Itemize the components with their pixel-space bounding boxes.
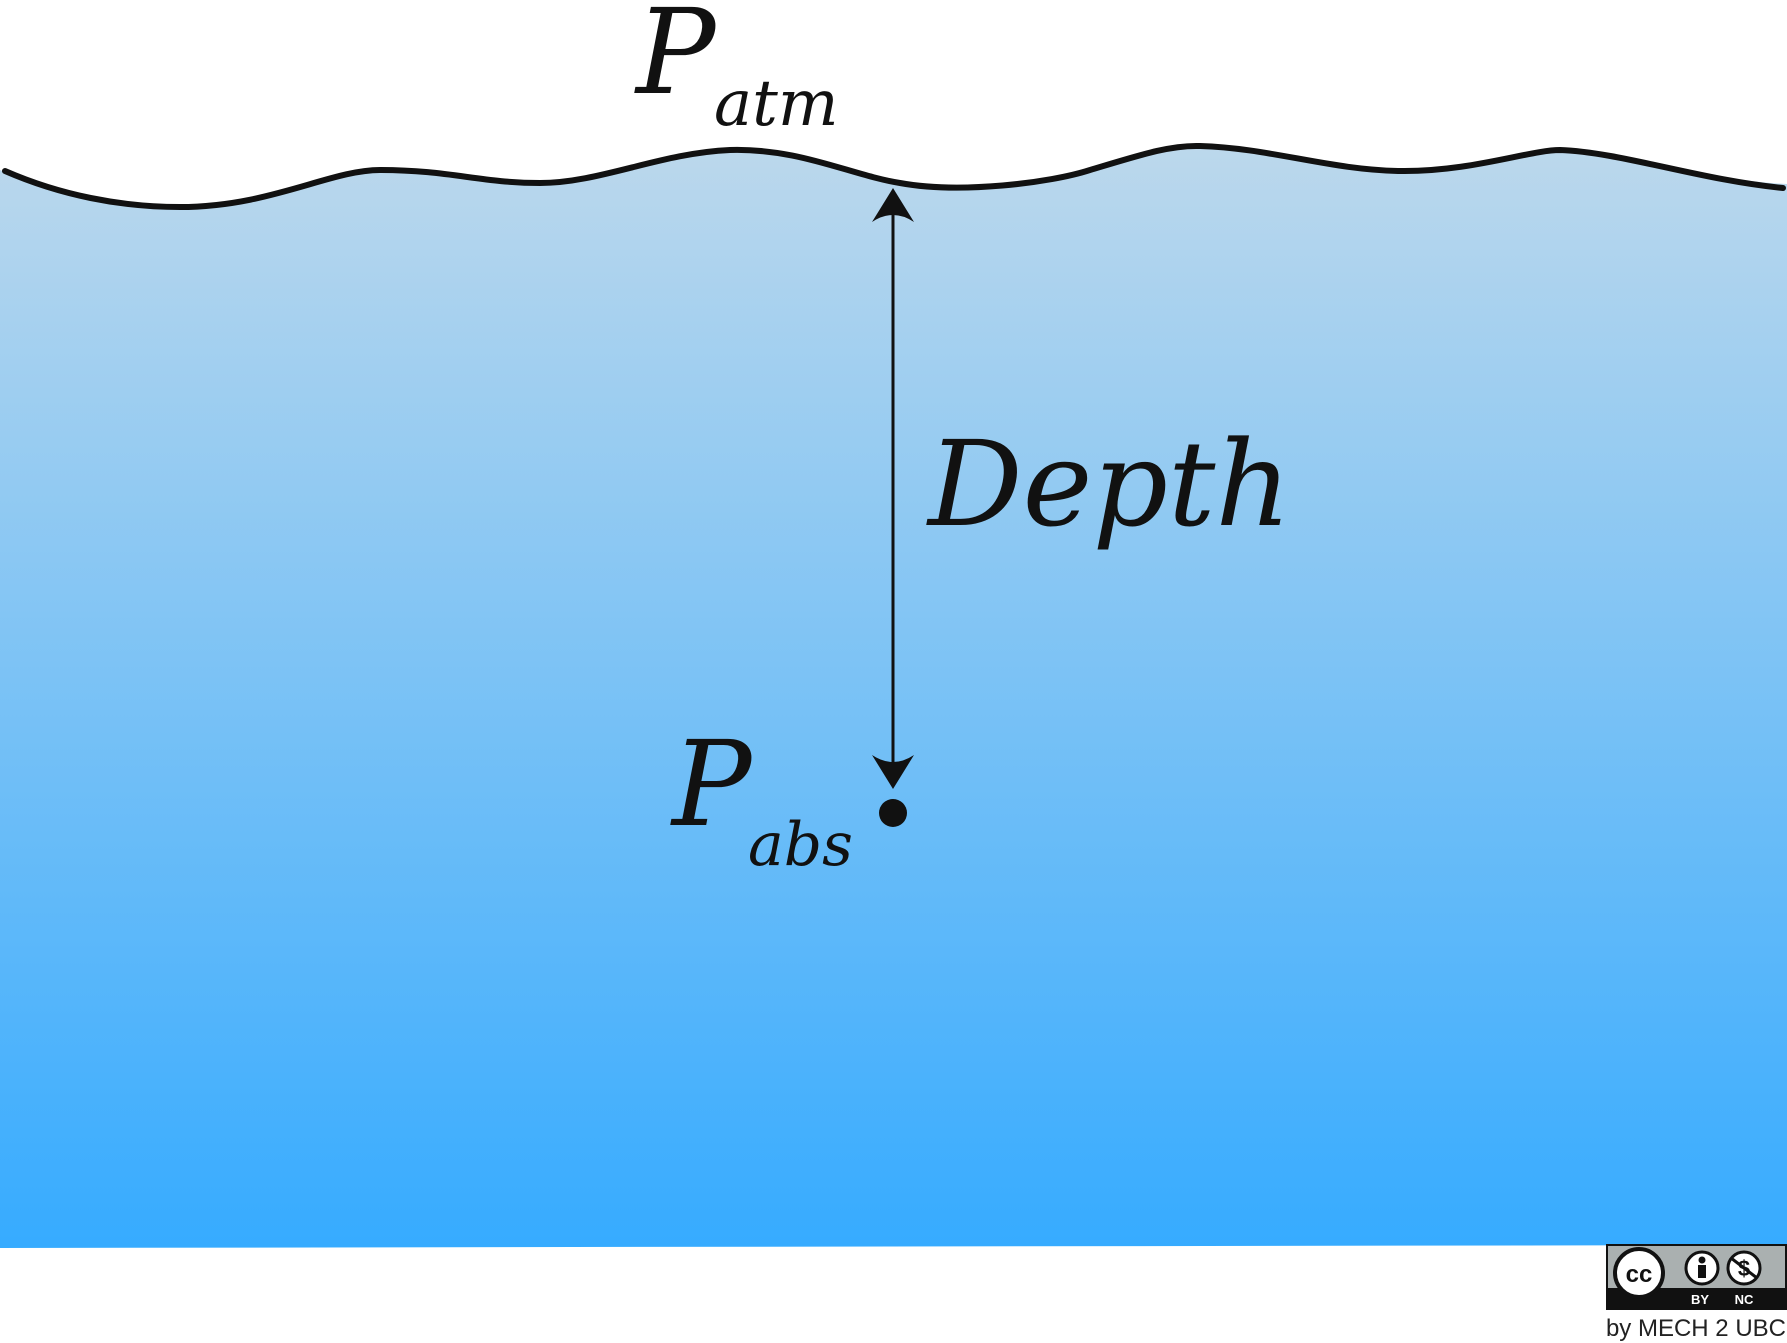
depth-label: Depth bbox=[926, 415, 1291, 553]
p-abs-subscript: abs bbox=[748, 810, 853, 880]
arrow-head-up bbox=[872, 188, 914, 222]
by-text: BY bbox=[1691, 1292, 1709, 1307]
attribution-icon bbox=[1684, 1250, 1720, 1286]
p-abs-label: P bbox=[670, 715, 754, 853]
credit-text: by MECH 2 UBC bbox=[1606, 1315, 1786, 1342]
cc-license-badge: cc $ BY NC bbox=[1606, 1244, 1787, 1310]
non-commercial-icon: $ bbox=[1726, 1250, 1762, 1286]
cc-icon bbox=[1613, 1247, 1665, 1299]
p-atm-label: P bbox=[634, 0, 718, 121]
p-atm-subscript: atm bbox=[714, 67, 839, 141]
cc-icon-text: cc bbox=[1626, 1261, 1653, 1288]
nc-text: NC bbox=[1735, 1292, 1754, 1307]
water-surface-line bbox=[2, 142, 1786, 211]
measurement-point bbox=[879, 799, 907, 827]
arrow-head-down bbox=[872, 755, 914, 789]
